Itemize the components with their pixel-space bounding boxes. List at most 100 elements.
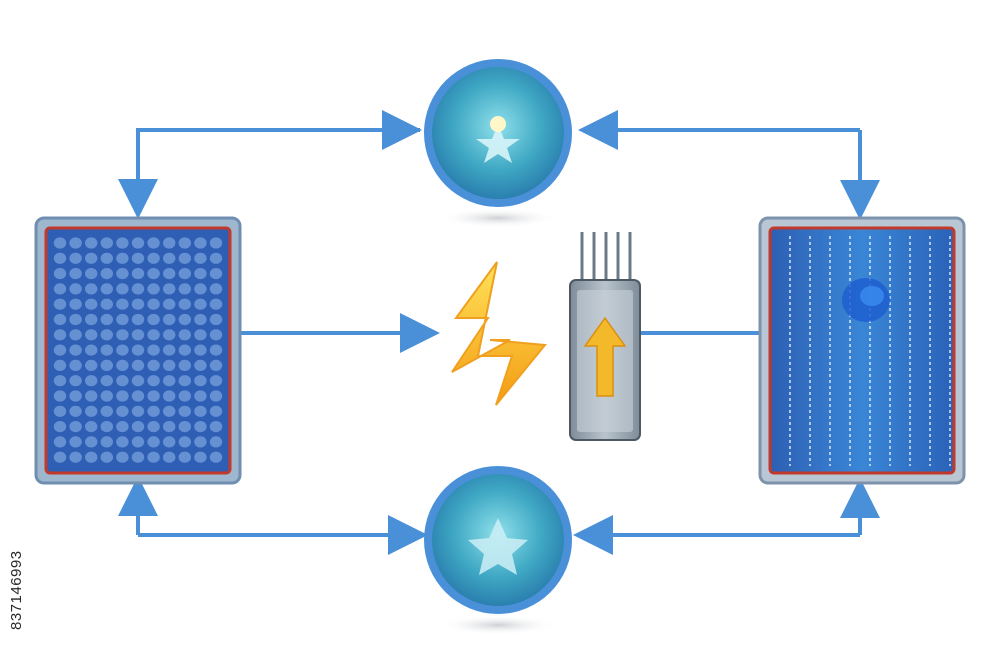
- panel-cell: [69, 313, 82, 326]
- panel-cell: [131, 252, 145, 264]
- panel-cell: [131, 298, 145, 310]
- grid-solar-panel-icon: [53, 237, 223, 463]
- panel-cell: [116, 313, 129, 326]
- panel-cell: [178, 421, 191, 433]
- panel-cell: [100, 390, 114, 402]
- panel-cell: [194, 359, 207, 371]
- panel-cell: [147, 252, 160, 264]
- panel-cell: [53, 405, 67, 417]
- panel-cell: [178, 283, 191, 295]
- panel-cell: [85, 421, 98, 433]
- panel-cell: [100, 313, 114, 326]
- battery: [569, 232, 641, 441]
- panel-cell: [85, 451, 98, 463]
- panel-cell: [194, 283, 207, 295]
- panel-cell: [209, 436, 223, 448]
- panel-cell: [100, 451, 114, 463]
- panel-cell: [69, 436, 82, 448]
- panel-cell: [178, 375, 191, 387]
- panel-cell: [194, 329, 207, 341]
- panel-cell: [85, 298, 98, 310]
- panel-cell: [163, 421, 176, 433]
- arrows: [118, 110, 880, 555]
- panel-cell: [147, 375, 160, 387]
- panel-cell: [69, 283, 82, 295]
- panel-cell: [147, 451, 160, 463]
- panel-cell: [53, 390, 67, 402]
- panel-cell: [131, 359, 145, 371]
- panel-cell: [53, 252, 67, 264]
- panel-cell: [85, 283, 98, 295]
- panel-cell: [209, 268, 223, 280]
- panel-cell: [209, 390, 223, 402]
- panel-cell: [100, 268, 114, 280]
- panel-cell: [178, 237, 191, 249]
- panel-cell: [131, 405, 145, 417]
- panel-cell: [209, 283, 223, 295]
- arrow-top-left: [118, 128, 420, 219]
- panel-cell: [100, 252, 114, 264]
- panel-cell: [85, 313, 98, 326]
- panel-cell: [116, 237, 129, 249]
- panel-cell: [178, 329, 191, 341]
- panel-cell: [85, 268, 98, 280]
- panel-cell: [147, 313, 160, 326]
- panel-cell: [69, 405, 82, 417]
- panel-cell: [100, 436, 114, 448]
- panel-cell: [53, 375, 67, 387]
- panel-cell: [194, 237, 207, 249]
- star-circle-icon: [476, 124, 520, 163]
- panel-cell: [178, 298, 191, 310]
- panel-cell: [53, 237, 67, 249]
- striped-solar-panel-icon: [789, 236, 951, 466]
- panel-cell: [209, 237, 223, 249]
- panel-cell: [147, 329, 160, 341]
- panel-cell: [209, 252, 223, 264]
- panel-cell: [100, 298, 114, 310]
- panel-cell: [178, 359, 191, 371]
- panel-cell: [147, 283, 160, 295]
- panel-cell: [209, 375, 223, 387]
- panel-cell: [163, 405, 176, 417]
- panel-cell: [147, 344, 160, 356]
- panel-cell: [209, 313, 223, 326]
- panel-cell: [194, 405, 207, 417]
- panel-cell: [69, 252, 82, 264]
- panel-cell: [163, 298, 176, 310]
- panel-cell: [53, 359, 67, 371]
- panel-cell: [85, 405, 98, 417]
- panel-cell: [163, 313, 176, 326]
- panel-cell: [131, 313, 145, 326]
- panel-cell: [69, 375, 82, 387]
- panel-cell: [53, 329, 67, 341]
- panel-cell: [85, 237, 98, 249]
- panel-cell: [163, 237, 176, 249]
- panel-cell: [69, 344, 82, 356]
- panel-cell: [147, 268, 160, 280]
- panel-cell: [209, 344, 223, 356]
- panel-cell: [209, 329, 223, 341]
- panel-cell: [163, 344, 176, 356]
- panel-cell: [209, 405, 223, 417]
- panel-cell: [178, 405, 191, 417]
- panel-cell: [116, 359, 129, 371]
- panel-cell: [69, 451, 82, 463]
- panel-cell: [100, 375, 114, 387]
- panel-cell: [194, 313, 207, 326]
- panel-cell: [147, 421, 160, 433]
- panel-cell: [178, 344, 191, 356]
- panel-cell: [131, 451, 145, 463]
- panel-cell: [147, 390, 160, 402]
- panel-cell: [116, 390, 129, 402]
- panel-cell: [194, 298, 207, 310]
- panel-cell: [163, 359, 176, 371]
- panel-cell: [85, 359, 98, 371]
- panel-cell: [178, 451, 191, 463]
- panel-cell: [100, 237, 114, 249]
- panel-cell: [194, 252, 207, 264]
- star-circle-icon: [468, 518, 528, 575]
- panel-cell: [85, 436, 98, 448]
- panel-cell: [194, 268, 207, 280]
- panel-cell: [131, 436, 145, 448]
- panel-cell: [53, 344, 67, 356]
